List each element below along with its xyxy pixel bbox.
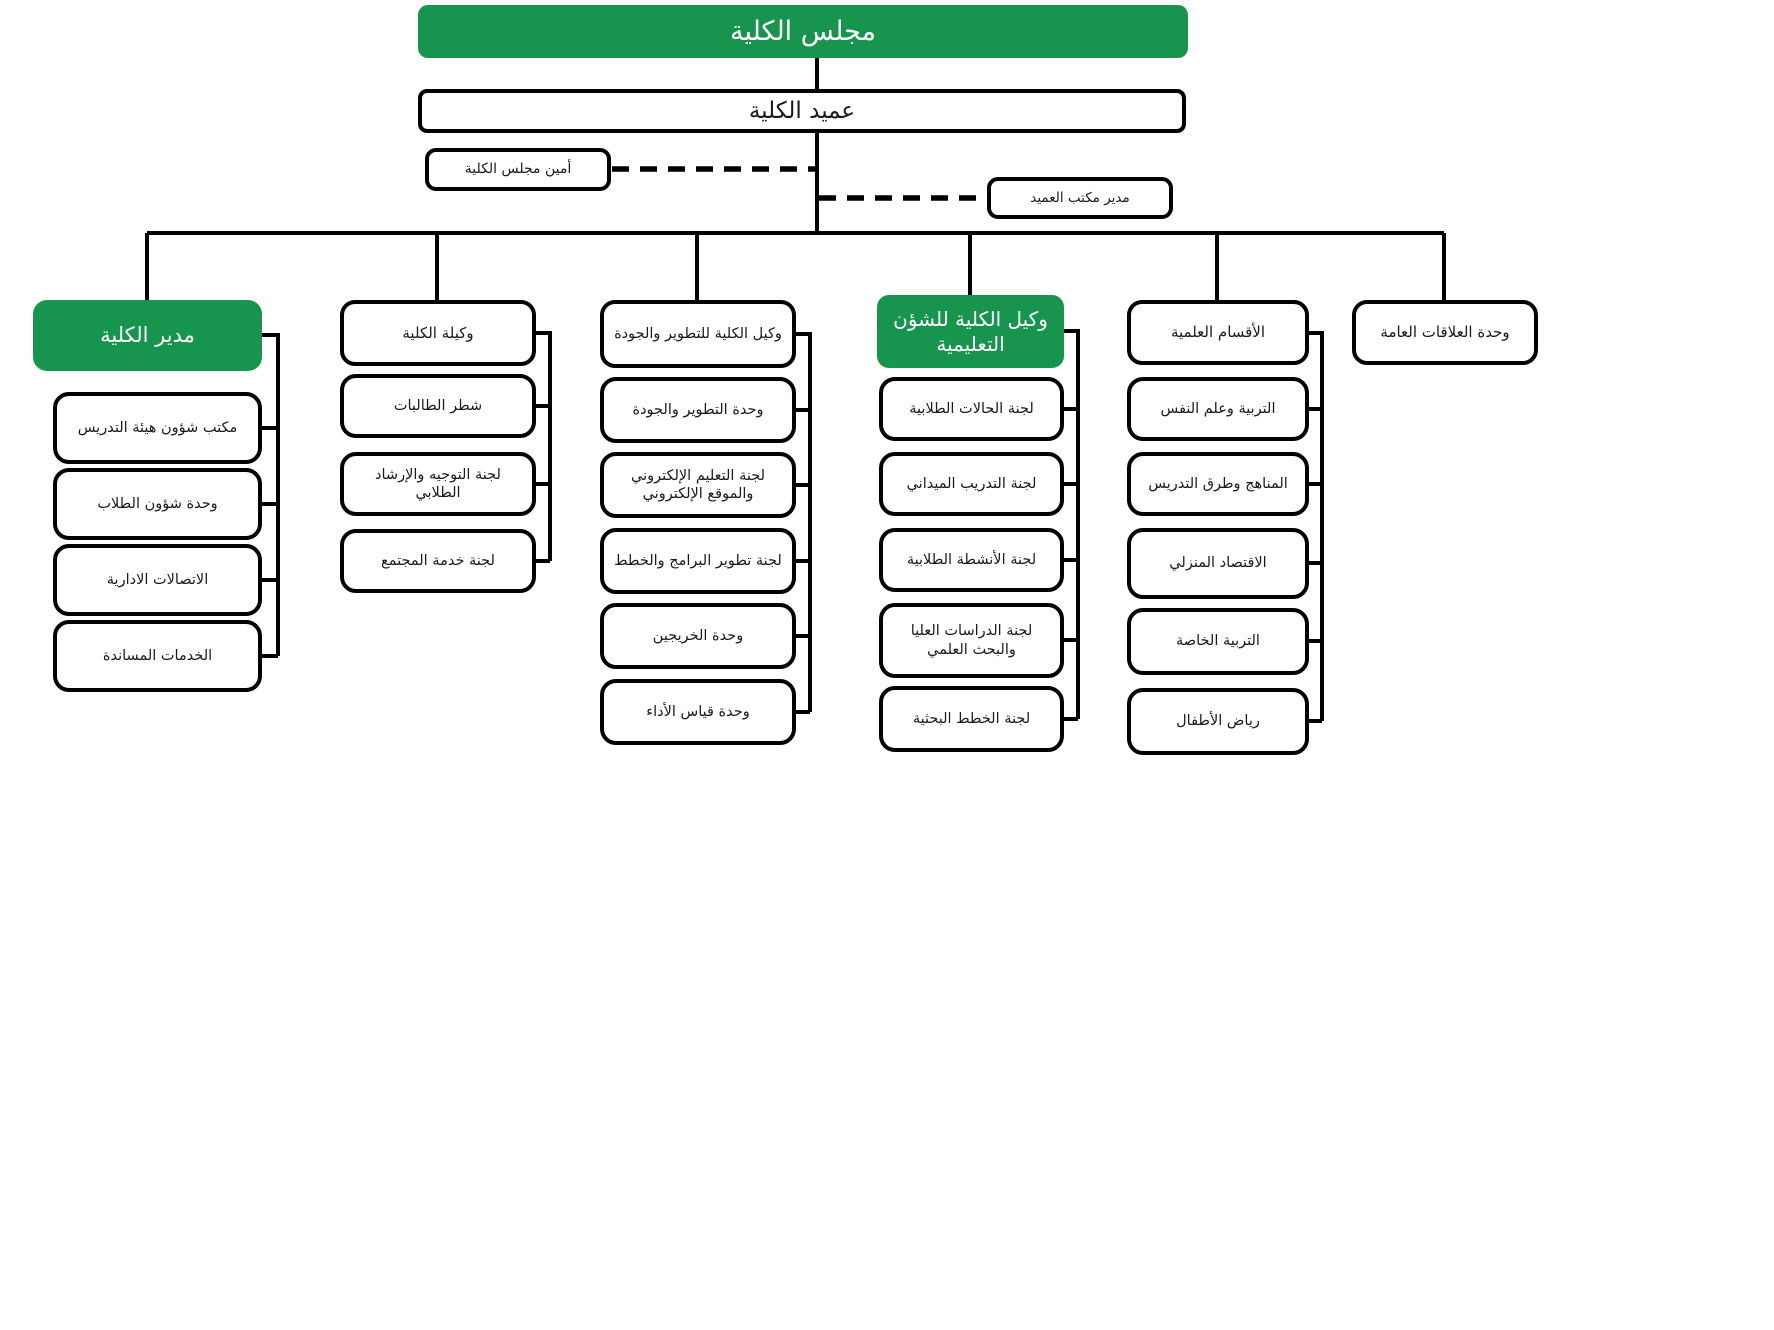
node-home-economics-dept: الاقتصاد المنزلي <box>1127 528 1309 599</box>
node-student-affairs-unit: وحدة شؤون الطلاب <box>53 468 262 540</box>
node-student-cases-committee: لجنة الحالات الطلابية <box>879 377 1064 441</box>
node-performance-measurement-unit: وحدة قياس الأداء <box>600 679 796 745</box>
node-student-activities-committee: لجنة الأنشطة الطلابية <box>879 528 1064 592</box>
node-graduate-studies-research-committee: لجنة الدراسات العليا والبحث العلمي <box>879 603 1064 678</box>
node-scientific-departments: الأقسام العلمية <box>1127 300 1309 365</box>
node-dean-office-manager: مدير مكتب العميد <box>987 177 1173 219</box>
node-field-training-committee: لجنة التدريب الميداني <box>879 452 1064 516</box>
node-kindergarten-dept: رياض الأطفال <box>1127 688 1309 755</box>
node-vice-dean-educational-affairs: وكيل الكلية للشؤن التعليمية <box>877 295 1064 368</box>
node-faculty-affairs-office: مكتب شؤون هيئة التدريس <box>53 392 262 464</box>
node-vice-dean-development-quality: وكيل الكلية للتطوير والجودة <box>600 300 796 368</box>
node-female-students-section: شطر الطالبات <box>340 374 536 438</box>
node-public-relations-unit: وحدة العلاقات العامة <box>1352 300 1538 365</box>
node-alumni-unit: وحدة الخريجين <box>600 603 796 669</box>
node-programs-plans-committee: لجنة تطوير البرامج والخطط <box>600 528 796 594</box>
node-education-psychology-dept: التربية وعلم النفس <box>1127 377 1309 441</box>
node-research-plans-committee: لجنة الخطط البحثية <box>879 686 1064 752</box>
node-elearning-website-committee: لجنة التعليم الإلكتروني والموقع الإلكترو… <box>600 452 796 518</box>
node-female-vice-dean: وكيلة الكلية <box>340 300 536 366</box>
node-administrative-communications: الاتصالات الادارية <box>53 544 262 616</box>
node-college-council: مجلس الكلية <box>418 5 1188 58</box>
node-council-secretary: أمين مجلس الكلية <box>425 148 611 191</box>
node-curricula-teaching-methods-dept: المناهج وطرق التدريس <box>1127 452 1309 516</box>
node-college-director: مدير الكلية <box>33 300 262 371</box>
node-guidance-counseling-committee: لجنة التوجيه والإرشاد الطلابي <box>340 452 536 516</box>
node-community-service-committee: لجنة خدمة المجتمع <box>340 529 536 593</box>
node-college-dean: عميد الكلية <box>418 89 1186 133</box>
node-support-services: الخدمات المساندة <box>53 620 262 692</box>
node-special-education-dept: التربية الخاصة <box>1127 608 1309 675</box>
node-development-quality-unit: وحدة التطوير والجودة <box>600 377 796 443</box>
